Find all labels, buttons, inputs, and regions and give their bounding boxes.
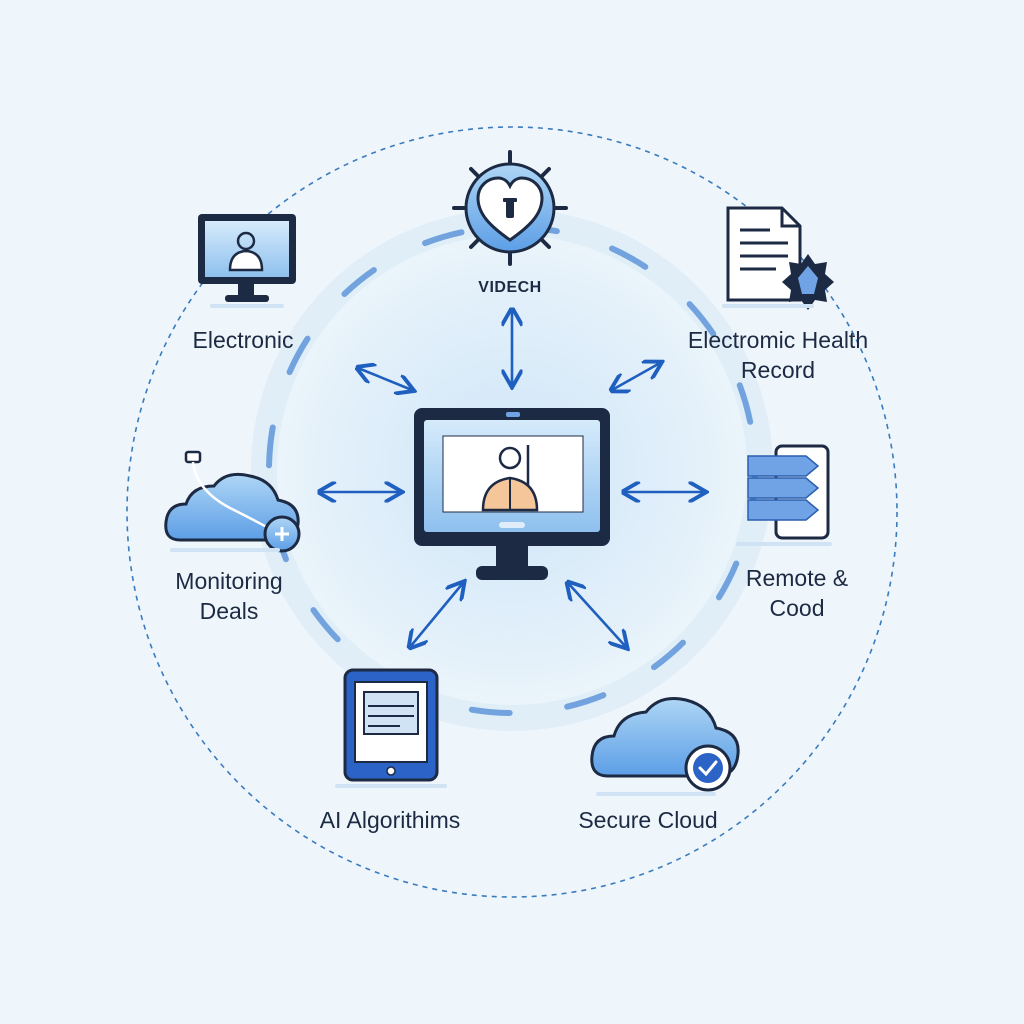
telehealth-node-label: Electronic (192, 327, 294, 353)
outer-dashed-circle (126, 126, 898, 898)
ehr-label-line-1: Electromic Health (687, 327, 869, 353)
video-call-monitor-icon (198, 214, 296, 308)
document-badge-icon (722, 206, 834, 310)
monitoring-label-line-2: Deals (199, 598, 259, 624)
cloud-check-icon (590, 697, 740, 796)
monitoring-label-line-1: Monitoring (175, 568, 283, 594)
heart-gear-icon (452, 150, 568, 266)
doctor-monitor-icon (414, 408, 610, 580)
arrow-ehr (612, 363, 660, 390)
connector-arrows (320, 310, 704, 647)
video-node-label: VIDECH (478, 279, 542, 296)
remote-node-label: Remote & Cood (746, 563, 848, 623)
cloud-stethoscope-icon (164, 450, 301, 553)
remote-label-line-2: Cood (769, 595, 825, 621)
remote-label-line-1: Remote & (745, 565, 849, 591)
arrow-cloud (568, 583, 626, 647)
stacked-devices-icon (736, 444, 832, 546)
secure-cloud-node-label: Secure Cloud (578, 807, 718, 833)
ai-node-label: AI Algorithims (319, 807, 461, 833)
arrow-electronic (358, 368, 412, 390)
ehr-label-line-2: Record (740, 357, 816, 383)
arrow-ai (410, 583, 463, 647)
tablet-icon (335, 668, 447, 788)
ehr-node-label: Electromic Health Record (688, 325, 868, 385)
monitoring-node-label: Monitoring Deals (175, 566, 282, 626)
